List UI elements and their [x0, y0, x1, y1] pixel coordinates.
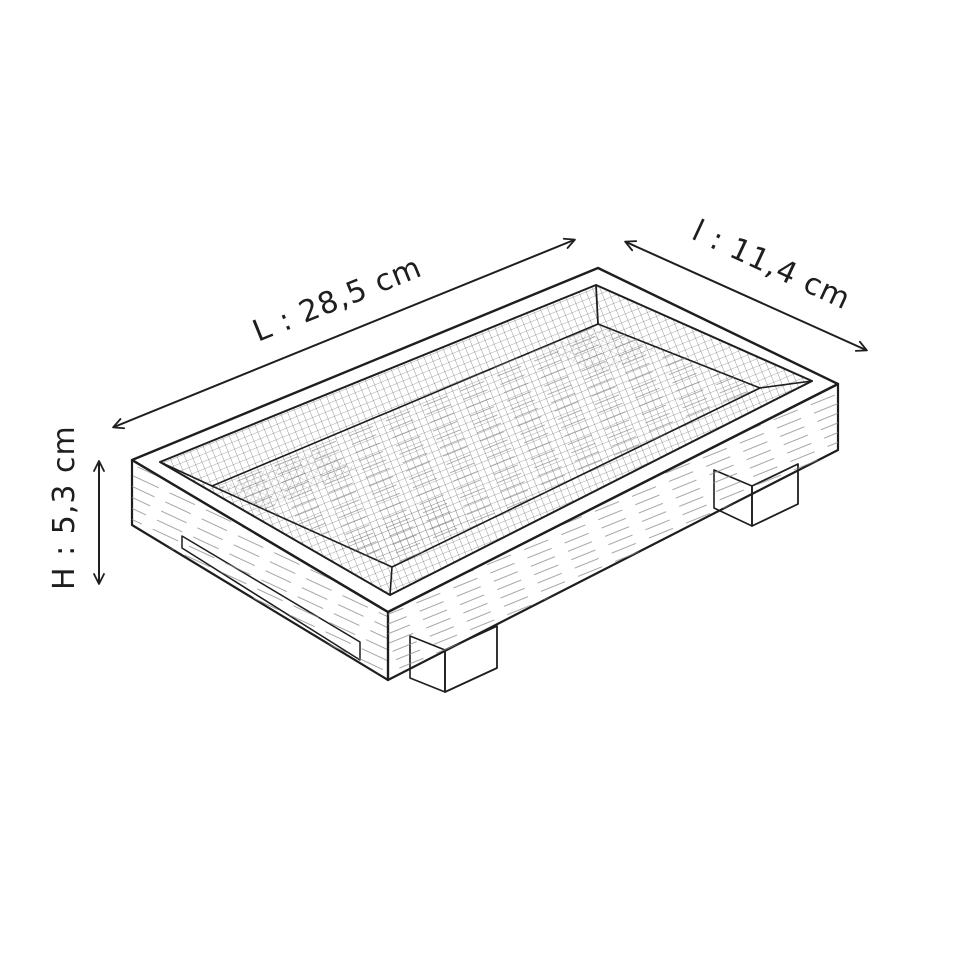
dimension-height-label: H : 5,3 cm	[47, 425, 82, 590]
tray-outer-frame	[130, 266, 840, 682]
dimension-length-label: L : 28,5 cm	[248, 250, 427, 349]
dimension-width-label: l : 11,4 cm	[687, 214, 856, 318]
dimension-height: H : 5,3 cm	[47, 425, 105, 590]
